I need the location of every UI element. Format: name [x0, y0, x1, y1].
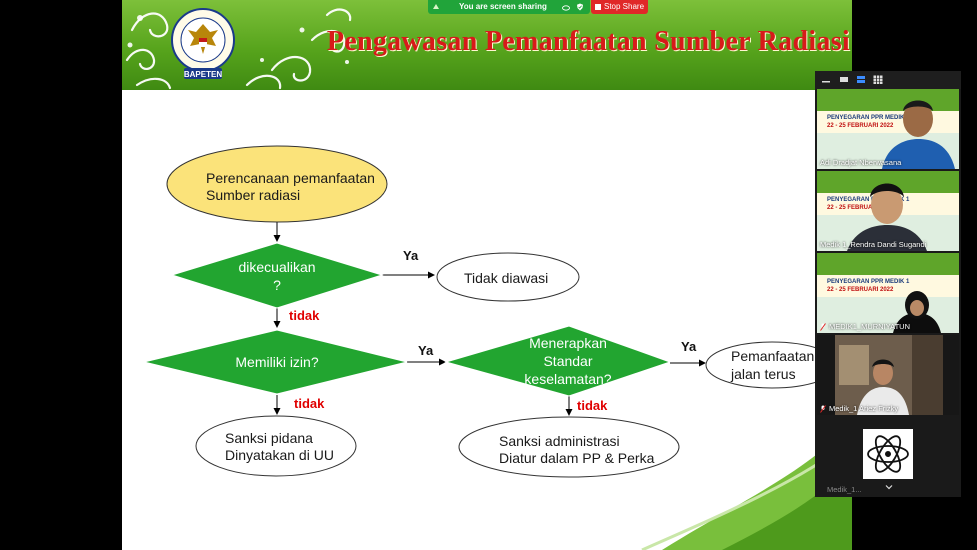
- admin-sanction-line1: Sanksi administrasi: [499, 433, 620, 449]
- no-label-1: tidak: [289, 308, 320, 323]
- yes-label-1: Ya: [403, 248, 419, 263]
- yes-label-2: Ya: [418, 343, 434, 358]
- yes-label-3: Ya: [681, 339, 697, 354]
- participant-video: [882, 100, 955, 169]
- logo-acronym: BAPETEN: [184, 70, 222, 79]
- mini-slide-line2: 22 - 25 FEBRUARI 2022: [827, 287, 894, 293]
- atom-icon: [867, 435, 909, 473]
- not-supervised-oval: [436, 252, 580, 302]
- participant-video: [817, 335, 959, 415]
- participant-name: MEDIK1_MURNIYATUN: [829, 322, 910, 331]
- decorative-swirl: [125, 8, 352, 90]
- participant-video: [893, 291, 941, 333]
- slide-title: Pengawasan Pemanfaatan Sumber Radiasi: [326, 26, 850, 57]
- admin-sanction-oval: [458, 416, 680, 478]
- sharing-status-text: You are screen sharing: [459, 2, 547, 11]
- start-oval: [166, 145, 388, 223]
- panel-toolbar: [815, 71, 961, 89]
- admin-sanction-line2: Diatur dalam PP & Perka: [499, 450, 655, 466]
- participant-name: Medik 1_Rendra Dandi Sugandi: [820, 240, 927, 249]
- continue-text-line1: Pemanfaatan: [731, 348, 815, 364]
- shared-slide: BAPETEN Pengawasan Pemanfaatan Sumber Ra…: [122, 0, 852, 550]
- participant-name: Medik_1...: [827, 485, 862, 494]
- decision1-text-line2: ?: [273, 277, 281, 293]
- start-text-line1: Perencanaan pemanfaatan: [206, 170, 375, 186]
- participant-video: [847, 183, 927, 251]
- stop-share-label: Stop Share: [604, 2, 645, 11]
- muted-mic-icon: [820, 405, 826, 413]
- muted-mic-icon: [820, 323, 826, 331]
- no-label-3: tidak: [577, 398, 608, 413]
- participant-tile[interactable]: PENYEGARAN PPR MEDIK 1 22 - 25 FEBRUARI 2…: [817, 253, 959, 333]
- decision2-diamond: [143, 329, 408, 395]
- slide-header: BAPETEN Pengawasan Pemanfaatan Sumber Ra…: [122, 0, 852, 90]
- shield-icon[interactable]: [576, 3, 584, 11]
- not-supervised-text: Tidak diawasi: [464, 270, 549, 286]
- speaker-view-icon[interactable]: [856, 75, 866, 84]
- decision3-text-line3: keselamatan?: [524, 371, 612, 387]
- screen-sharing-bar[interactable]: You are screen sharing: [428, 0, 590, 14]
- gallery-view-icon[interactable]: [873, 75, 883, 84]
- continue-text-line2: jalan terus: [731, 366, 796, 382]
- flowchart: [143, 145, 852, 550]
- participant-tile[interactable]: PENYEGARAN PPR MEDIK 1 22 - 25 FEBRUARI 2…: [817, 89, 959, 169]
- cloud-icon[interactable]: [562, 3, 570, 11]
- participant-avatar[interactable]: [863, 429, 913, 479]
- mini-slide-line2: 22 - 25 FEBRUARI 2022: [827, 123, 894, 129]
- criminal-sanction-oval: [195, 415, 357, 477]
- mini-slide-line1: PENYEGARAN PPR MEDIK 1: [827, 115, 910, 121]
- single-view-icon[interactable]: [839, 75, 849, 84]
- mini-slide-line1: PENYEGARAN PPR MEDIK 1: [827, 279, 910, 285]
- mini-slide-line2: 22 - 25 FEBRUARI 2022: [827, 205, 894, 211]
- participant-panel: PENYEGARAN PPR MEDIK 1 22 - 25 FEBRUARI 2…: [815, 71, 961, 497]
- bapeten-logo: BAPETEN: [171, 8, 235, 79]
- start-text-line2: Sumber radiasi: [206, 187, 301, 203]
- minimize-icon[interactable]: [821, 75, 831, 84]
- decision2-text: Memiliki izin?: [235, 354, 319, 370]
- share-status-icon: [433, 4, 439, 9]
- criminal-sanction-line2: Dinyatakan di UU: [225, 447, 334, 463]
- participant-name: Adi Dradjat Nberwasana: [820, 158, 902, 167]
- stop-share-button[interactable]: Stop Share: [591, 0, 648, 14]
- participant-tile[interactable]: Medik_1 Ariez Frizky: [817, 335, 959, 415]
- decision3-diamond: [444, 325, 672, 397]
- criminal-sanction-line1: Sanksi pidana: [225, 430, 313, 446]
- decision1-text-line1: dikecualikan: [238, 259, 316, 275]
- mini-slide-line1: PENYEGARAN PPR MEDIK 1: [827, 197, 910, 203]
- decision1-diamond: [170, 242, 384, 309]
- no-label-2: tidak: [294, 396, 325, 411]
- decision3-text-line2: Standar: [543, 353, 593, 369]
- participant-tile[interactable]: PENYEGARAN PPR MEDIK 1 22 - 25 FEBRUARI 2…: [817, 171, 959, 251]
- decision3-text-line1: Menerapkan: [529, 335, 607, 351]
- participant-name: Medik_1 Ariez Frizky: [829, 404, 899, 413]
- stop-icon: [595, 4, 601, 10]
- chevron-down-icon[interactable]: [885, 483, 893, 491]
